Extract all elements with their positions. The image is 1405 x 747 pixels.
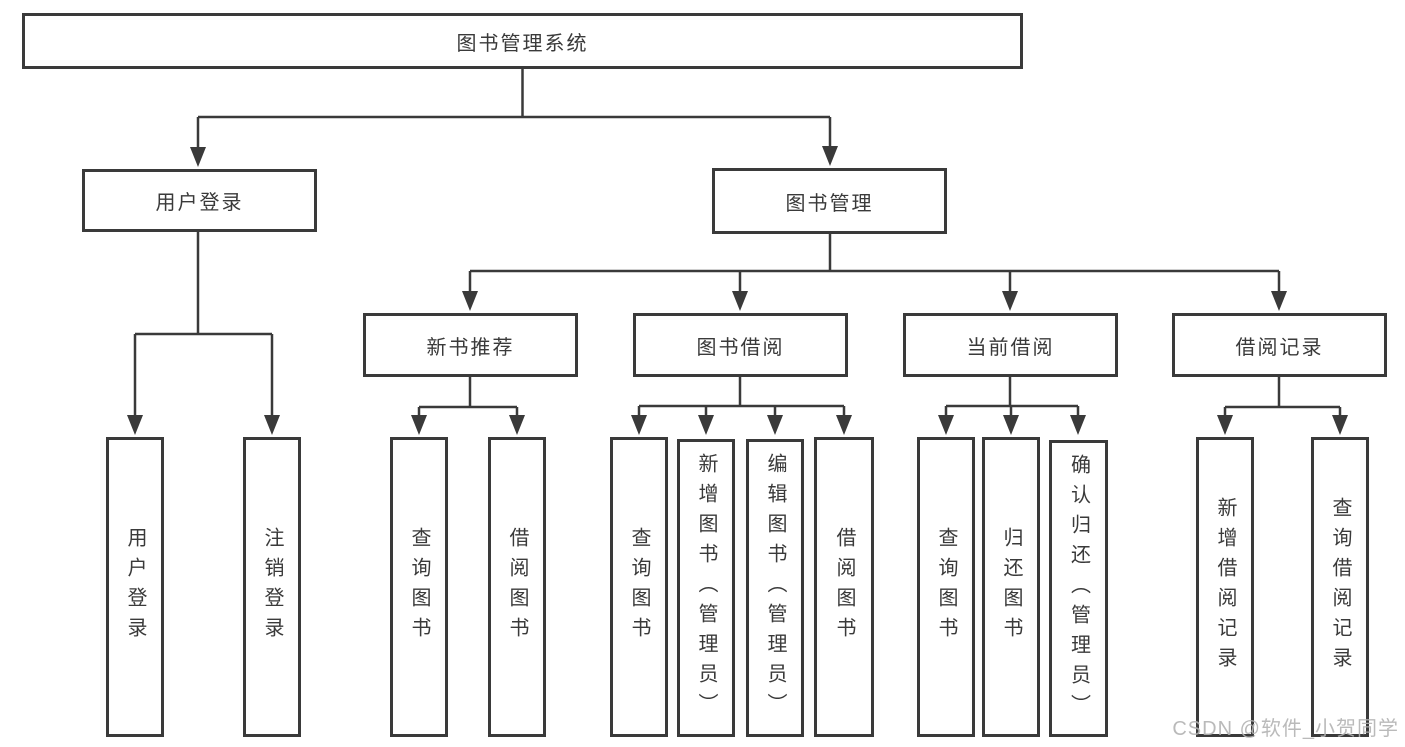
leaf-recommend-query-book: 查询图书: [390, 437, 448, 737]
leaf-return-book-label: 归还图书: [1000, 527, 1022, 647]
node-root-library-system: 图书管理系统: [22, 13, 1023, 69]
node-user-login-label: 用户登录: [155, 192, 244, 214]
node-new-book-recommend: 新书推荐: [363, 313, 578, 377]
node-borrow-records-label: 借阅记录: [1235, 336, 1324, 359]
leaf-confirm-return-admin-label: 确认归还（管理员）: [1067, 453, 1090, 724]
leaf-confirm-return-admin: 确认归还（管理员）: [1049, 440, 1108, 737]
leaf-current-query-book: 查询图书: [917, 437, 975, 737]
node-book-management: 图书管理: [712, 168, 947, 234]
node-new-book-recommend-label: 新书推荐: [426, 336, 515, 359]
leaf-return-book: 归还图书: [982, 437, 1040, 737]
node-book-borrow-label: 图书借阅: [696, 336, 785, 359]
leaf-borrow-query-book: 查询图书: [610, 437, 668, 737]
leaf-add-borrow-record-label: 新增借阅记录: [1214, 497, 1236, 677]
leaf-recommend-borrow-book-label: 借阅图书: [506, 527, 528, 647]
node-user-login: 用户登录: [82, 169, 317, 232]
node-borrow-records: 借阅记录: [1172, 313, 1387, 377]
leaf-user-login: 用户登录: [106, 437, 164, 737]
node-current-borrow: 当前借阅: [903, 313, 1118, 377]
leaf-add-book-admin-label: 新增图书（管理员）: [695, 453, 717, 723]
csdn-watermark: CSDN @软件_小贺同学: [1172, 718, 1399, 740]
leaf-recommend-borrow-book: 借阅图书: [488, 437, 546, 737]
leaf-logout: 注销登录: [243, 437, 301, 737]
leaf-current-query-book-label: 查询图书: [935, 527, 957, 647]
leaf-query-borrow-record: 查询借阅记录: [1311, 437, 1369, 737]
leaf-logout-label: 注销登录: [261, 527, 283, 647]
node-book-management-label: 图书管理: [785, 192, 874, 215]
leaf-edit-book-admin-label: 编辑图书（管理员）: [764, 453, 786, 723]
leaf-query-borrow-record-label: 查询借阅记录: [1329, 497, 1351, 677]
leaf-add-borrow-record: 新增借阅记录: [1196, 437, 1254, 737]
leaf-borrow-book: 借阅图书: [814, 437, 874, 737]
leaf-add-book-admin: 新增图书（管理员）: [677, 439, 735, 737]
leaf-borrow-book-label: 借阅图书: [833, 527, 855, 647]
leaf-borrow-query-book-label: 查询图书: [628, 527, 650, 647]
leaf-recommend-query-book-label: 查询图书: [408, 527, 430, 647]
leaf-edit-book-admin: 编辑图书（管理员）: [746, 439, 804, 737]
node-book-borrow: 图书借阅: [633, 313, 848, 377]
node-current-borrow-label: 当前借阅: [966, 336, 1055, 359]
leaf-user-login-label: 用户登录: [124, 527, 146, 647]
node-root-label: 图书管理系统: [456, 32, 589, 55]
